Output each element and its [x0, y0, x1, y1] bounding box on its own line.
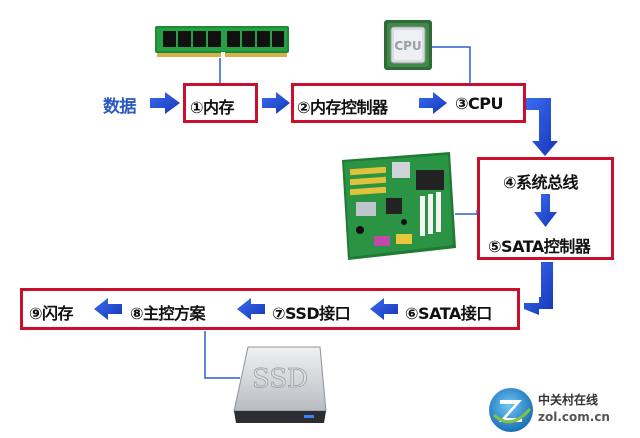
node-memory: ①内存 — [190, 98, 235, 117]
arrow-input-to-memory — [150, 92, 180, 114]
node-system-bus: ④系统总线 — [503, 173, 579, 192]
arrow-sata-port-to-ssd-port — [370, 298, 398, 320]
arrow-cpu-to-bus — [526, 98, 558, 156]
ssd-icon: SSD — [233, 346, 327, 423]
ssd-drive-image: SSD — [228, 345, 328, 430]
motherboard-icon — [342, 152, 456, 260]
node-main-controller: ⑧主控方案 — [130, 304, 206, 323]
node-sata-controller: ⑤SATA控制器 — [488, 237, 591, 256]
ram-icon — [155, 26, 289, 58]
node-cpu: ③CPU — [455, 94, 504, 113]
ram-module-image — [155, 26, 289, 58]
logo-name: 中关村在线 — [538, 393, 599, 407]
logo-url: zol.com.cn — [538, 410, 610, 424]
arrow-sata-controller-to-port — [524, 262, 553, 315]
top-row-frame — [291, 83, 526, 123]
cpu-chip-mark: CPU — [394, 39, 421, 53]
arrow-bus-to-sata-controller — [534, 194, 557, 227]
node-memory-controller: ②内存控制器 — [297, 98, 388, 117]
input-data-label: 数据 — [103, 97, 137, 117]
motherboard-image — [330, 150, 458, 262]
arrow-ssd-port-to-controller — [237, 298, 265, 320]
zol-logo-mark — [488, 387, 534, 433]
ssd-label: SSD — [252, 364, 308, 394]
cpu-icon: CPU — [384, 20, 432, 70]
cpu-connector-line — [430, 46, 471, 84]
ssd-connector-line — [204, 331, 240, 379]
arrow-memory-to-controller — [262, 92, 290, 114]
arrow-controller-to-cpu — [419, 92, 447, 114]
memory-frame — [183, 83, 258, 123]
arrow-controller-to-flash — [94, 298, 122, 320]
motherboard-connector-line — [455, 210, 478, 215]
zol-logo-icon — [489, 388, 533, 432]
node-ssd-port: ⑦SSD接口 — [272, 304, 351, 323]
cpu-chip-image: CPU — [384, 20, 432, 70]
node-sata-port: ⑥SATA接口 — [405, 304, 492, 323]
node-flash: ⑨闪存 — [29, 304, 74, 323]
